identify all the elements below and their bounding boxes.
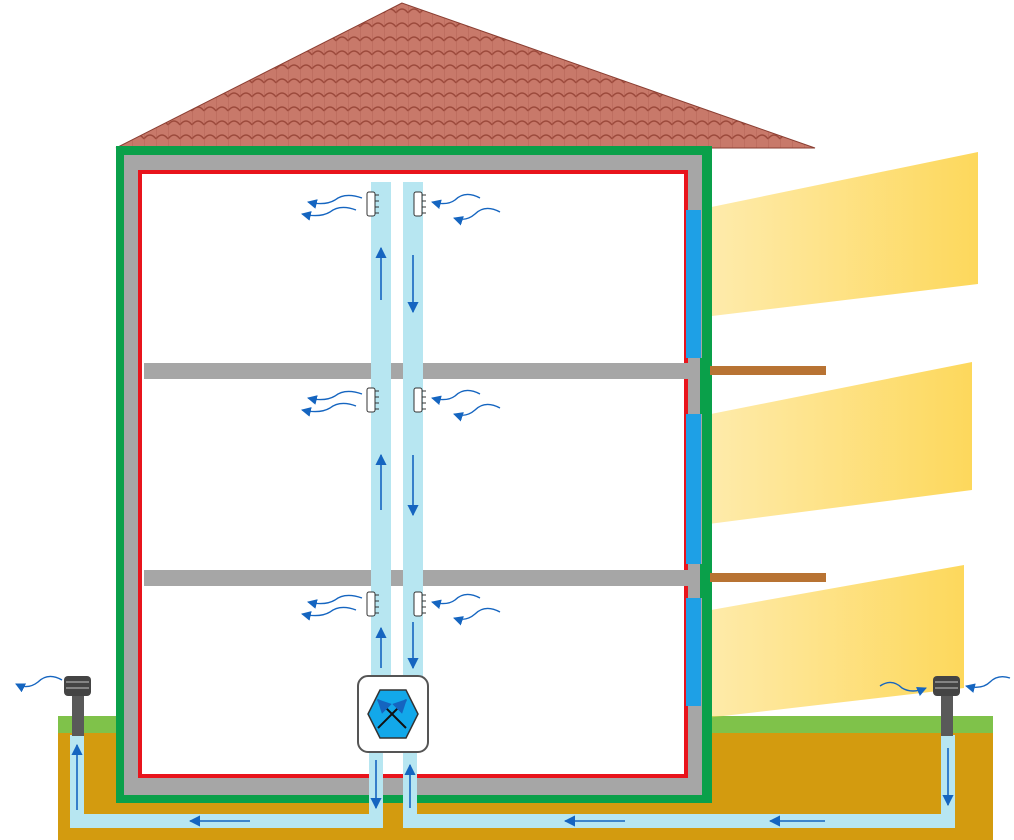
- balcony-upper: [702, 366, 826, 375]
- airflow-arrow-icon: [307, 194, 363, 209]
- roof: [115, 2, 816, 149]
- airflow-arrow-icon: [879, 681, 927, 696]
- airflow-arrow-icon: [453, 403, 501, 422]
- vent-grille-icon: [366, 591, 376, 617]
- vent-grille-icon: [366, 191, 376, 217]
- airflow-arrow-icon: [431, 389, 481, 406]
- outlet-vent-cap-icon: [64, 676, 91, 736]
- airflow-arrow-icon: [307, 594, 363, 609]
- balcony-lower: [702, 573, 826, 582]
- ground-duct-right: [403, 814, 955, 828]
- vent-grille-icon: [413, 191, 423, 217]
- airflow-arrow-icon: [453, 607, 501, 626]
- room-grilles: [301, 191, 501, 626]
- trim-upper: [700, 358, 710, 414]
- duct-airflow-arrows: [71, 246, 954, 827]
- airflow-arrow-icon: [301, 402, 357, 417]
- airflow-arrow-icon: [431, 193, 481, 210]
- airflow-arrow-icon: [301, 206, 357, 221]
- trim-lower: [700, 564, 710, 598]
- inlet-vent-cap-icon: [933, 676, 960, 736]
- vent-grille-icon: [413, 591, 423, 617]
- airflow-arrow-icon: [965, 675, 1011, 693]
- heat-exchanger-icon: [357, 675, 429, 753]
- vent-grille-icon: [413, 387, 423, 413]
- airflow-arrow-icon: [15, 675, 63, 693]
- supply-duct-vertical: [371, 182, 391, 682]
- window-top: [686, 210, 701, 358]
- airflow-arrow-icon: [431, 593, 481, 610]
- window-middle: [686, 414, 701, 564]
- airflow-arrow-icon: [307, 390, 363, 405]
- airflow-arrow-icon: [301, 606, 357, 621]
- window-bottom: [686, 598, 701, 706]
- vent-grille-icon: [366, 387, 376, 413]
- outdoor-airflow: [15, 675, 1011, 696]
- airflow-arrow-icon: [453, 207, 501, 226]
